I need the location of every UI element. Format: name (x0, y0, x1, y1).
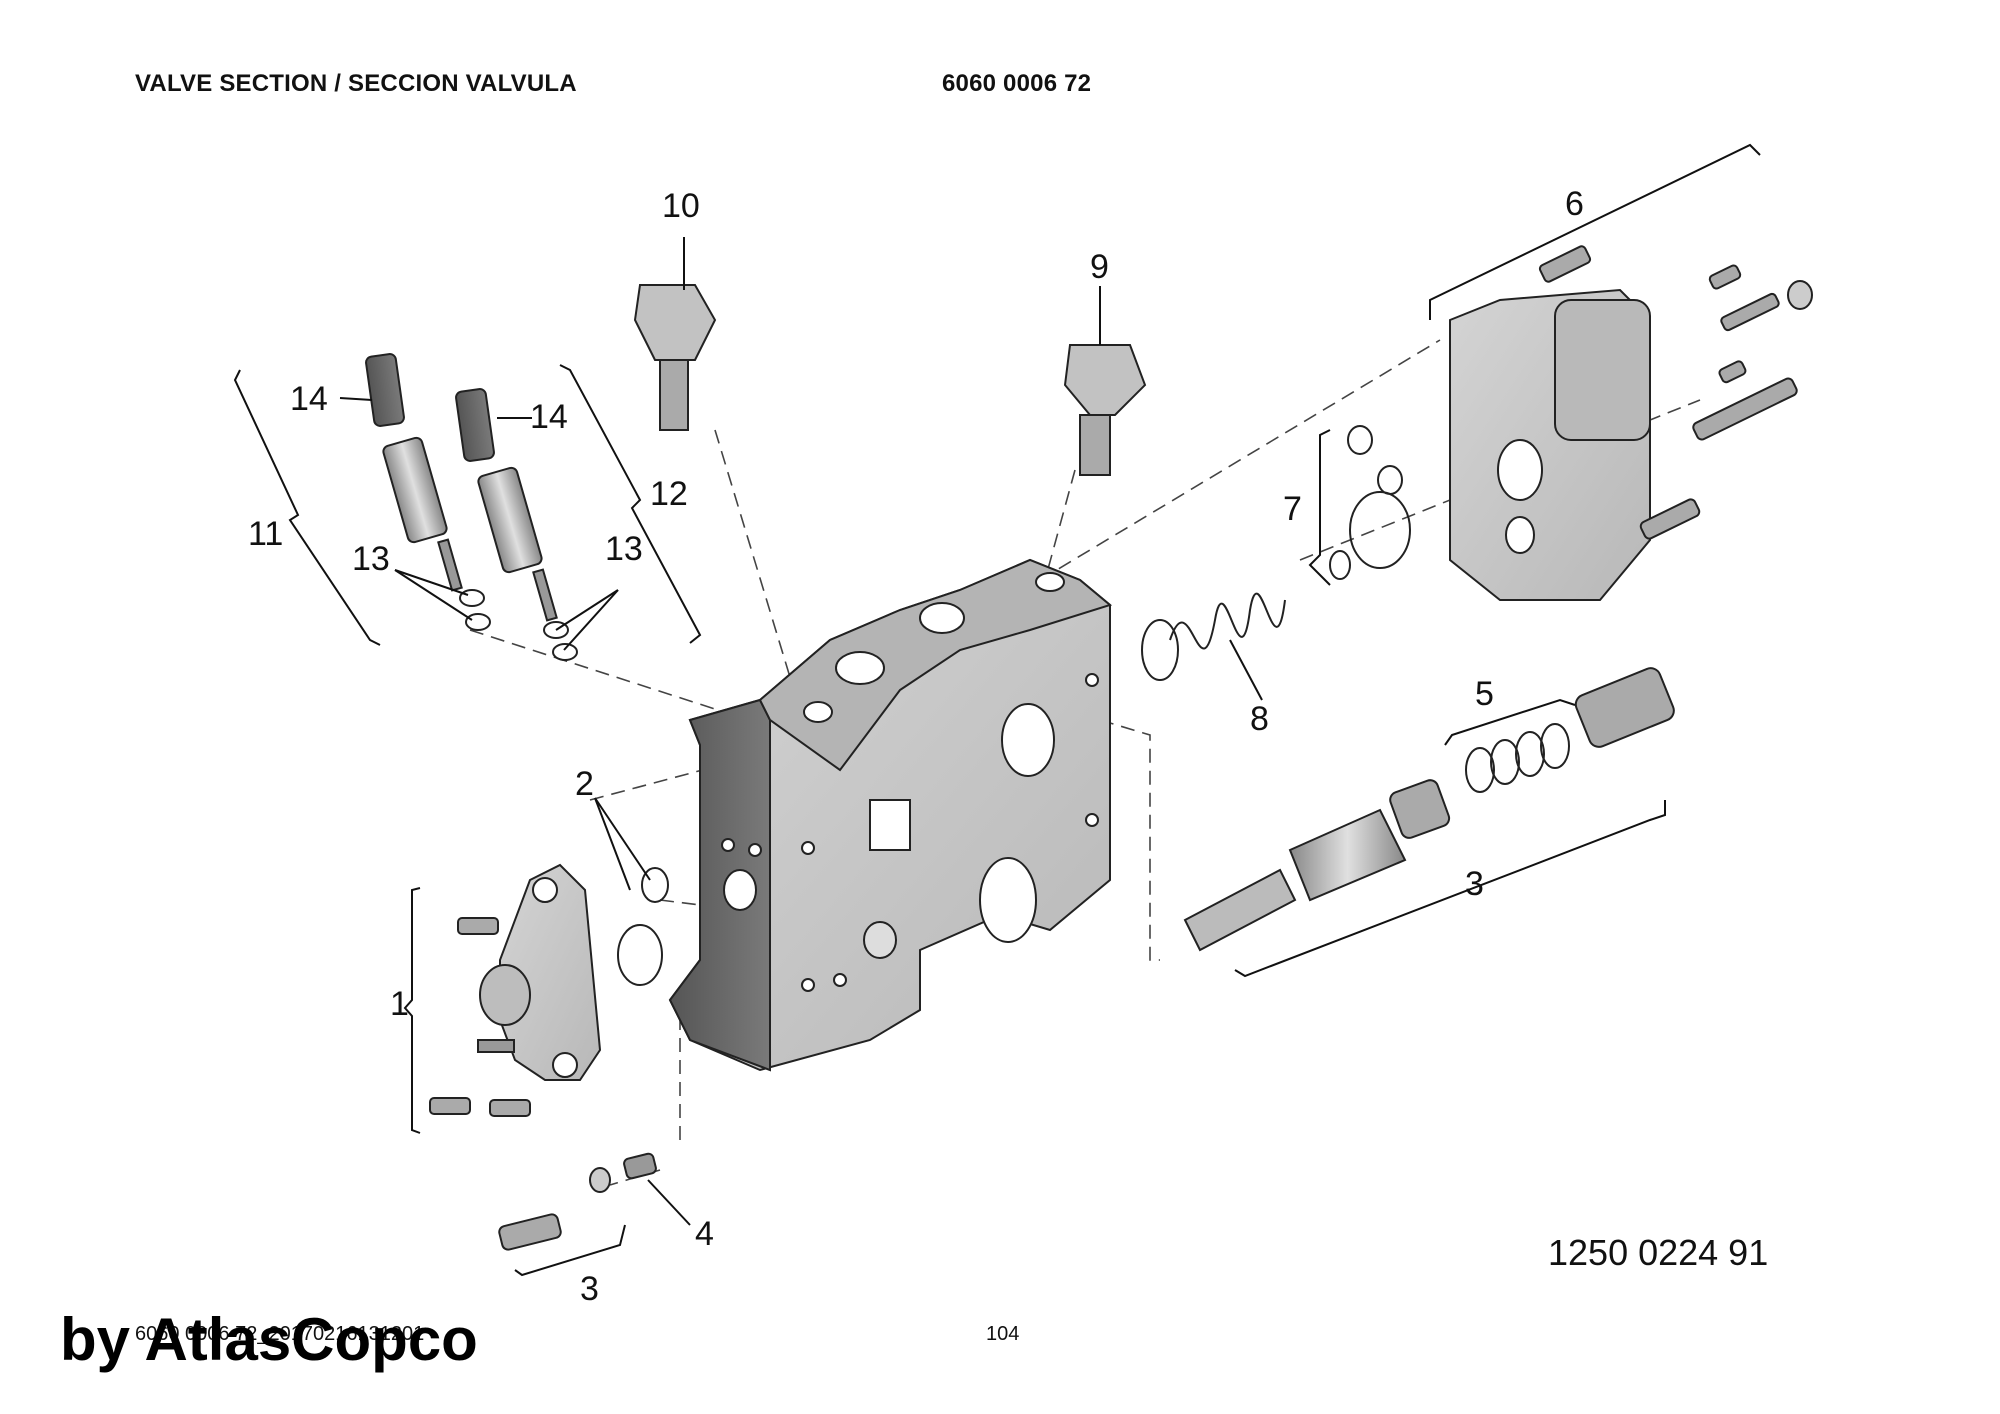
grouping-brackets (233, 143, 1761, 1277)
valve-body (668, 558, 1113, 1072)
callout-14-left: 14 (290, 380, 328, 418)
leader-lines (339, 237, 1263, 1226)
page-title: VALVE SECTION / SECCION VALVULA (135, 70, 577, 97)
spool-assembly (1183, 667, 1675, 952)
callout-11: 11 (248, 515, 283, 553)
callout-14-right: 14 (530, 398, 568, 436)
callout-7: 7 (1283, 490, 1302, 528)
plug-item-10 (633, 284, 717, 431)
watermark: by AtlasCopco (60, 1306, 478, 1373)
spring-item-8 (1141, 592, 1286, 681)
callout-2: 2 (575, 765, 594, 803)
callout-4: 4 (695, 1215, 714, 1253)
callout-10: 10 (662, 187, 700, 225)
end-cap-assembly (1449, 245, 1813, 601)
grub-screw (623, 1152, 657, 1180)
file-reference: 6060 0006 72_20170216131201 (135, 1323, 425, 1345)
o-rings-item-13 (459, 589, 578, 661)
cartridge-right (455, 388, 558, 622)
part-code: 6060 0006 72 (942, 70, 1092, 97)
bottom-screw-set (498, 1167, 611, 1251)
callout-9: 9 (1090, 248, 1109, 286)
drawing-number: 1250 0224 91 (1548, 1232, 1769, 1273)
callout-13-right: 13 (605, 530, 643, 568)
plug-item-9 (1063, 344, 1147, 476)
cover-plate-assembly (429, 863, 602, 1117)
callout-5: 5 (1475, 675, 1494, 713)
o-rings-item-7 (1329, 425, 1411, 580)
callout-1: 1 (390, 985, 409, 1023)
callout-13-left: 13 (352, 540, 390, 578)
callout-3-right: 3 (1465, 865, 1484, 903)
cartridge-left (365, 353, 463, 592)
callout-6: 6 (1565, 185, 1584, 223)
page-number: 104 (986, 1323, 1020, 1345)
o-rings-item-2 (617, 867, 669, 986)
callout-8: 8 (1250, 700, 1269, 738)
callout-12: 12 (650, 475, 688, 513)
callout-3-bottom: 3 (580, 1270, 599, 1308)
